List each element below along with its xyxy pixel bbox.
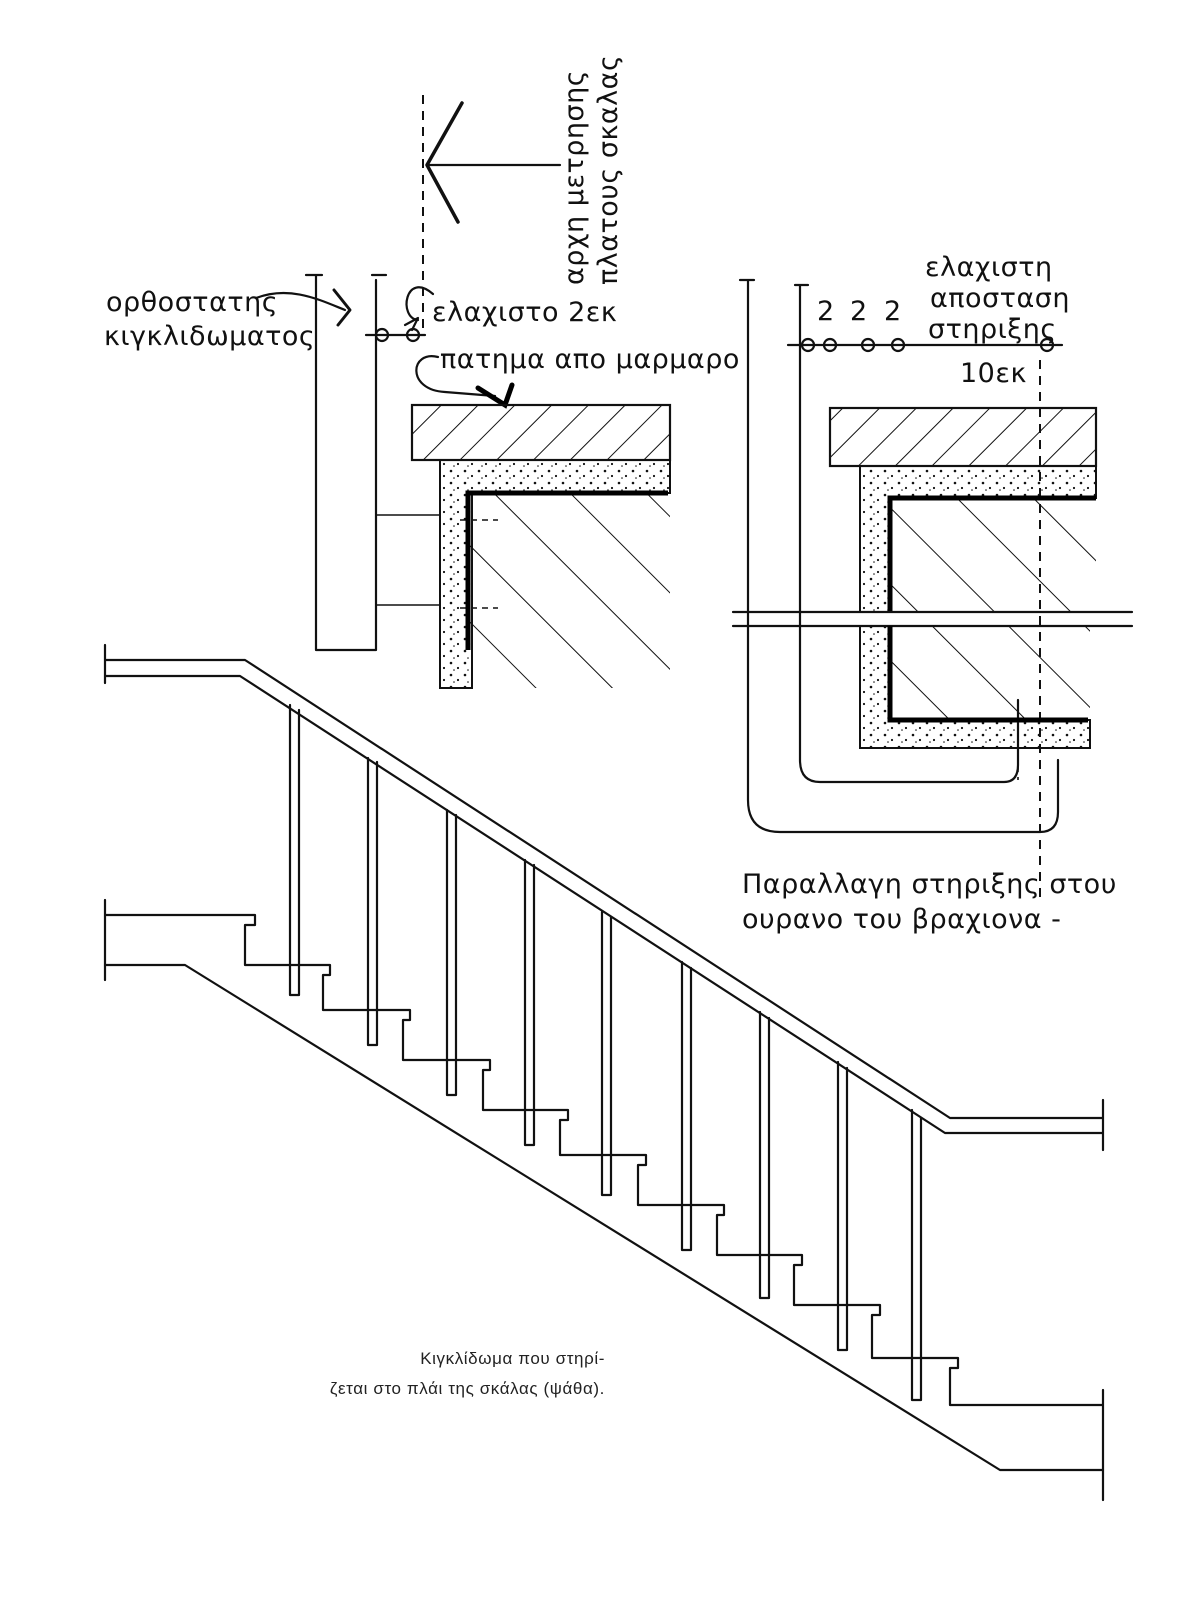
min-support-value: 10εκ xyxy=(960,358,1027,389)
baluster xyxy=(445,808,458,1097)
baluster xyxy=(288,703,301,997)
baluster xyxy=(910,1108,923,1402)
handrail xyxy=(103,643,1105,1152)
caption-line-2: ζεται στο πλάι της σκάλας (ψάθα). xyxy=(330,1379,605,1398)
min-support-label-3: στηριξης xyxy=(928,314,1057,345)
slab-lower xyxy=(890,626,1090,720)
dim-2-a: 2 xyxy=(817,296,835,327)
balusters xyxy=(288,703,923,1402)
slab-edge-lower xyxy=(887,626,1088,723)
min-2cm-label: ελαχιστο 2εκ xyxy=(432,297,617,328)
baluster xyxy=(836,1060,849,1352)
post-outline xyxy=(304,273,388,652)
dim-2-c: 2 xyxy=(884,296,902,327)
baluster xyxy=(523,858,536,1147)
baluster xyxy=(366,756,379,1047)
stair-soffit xyxy=(103,963,1105,1472)
dim-tick-5 xyxy=(1039,337,1055,353)
min-support-label-2: αποσταση xyxy=(930,283,1070,314)
post-label-2: κιγκλιδωματος xyxy=(104,321,315,352)
dim-marker-left xyxy=(374,327,390,343)
slab-edge-upper xyxy=(887,495,1096,612)
measure-origin-label-2: πλατους σκαλας xyxy=(593,55,624,285)
post-label-1: ορθοστατης xyxy=(106,287,278,318)
leader-marble xyxy=(415,355,497,398)
marble-tread xyxy=(410,403,672,462)
arrow-2cm-icon xyxy=(403,316,420,332)
measure-origin-label-1: αρχη μετρησης xyxy=(559,70,590,285)
right-detail xyxy=(731,278,1134,900)
slab-upper xyxy=(890,498,1096,612)
chevron-icon xyxy=(425,101,464,224)
left-detail xyxy=(254,95,672,689)
variation-label-2: ουρανο του βραχιονα - xyxy=(742,904,1061,935)
caption-line-1: Κιγκλίδωμα που στηρί- xyxy=(420,1349,605,1368)
leader-2cm xyxy=(405,286,435,322)
marble-tread-right xyxy=(828,406,1098,468)
baluster xyxy=(600,910,613,1197)
stair-profile xyxy=(103,898,1105,1502)
baluster xyxy=(758,1010,771,1300)
min-support-label-1: ελαχιστη xyxy=(925,252,1053,283)
dim-tick-3 xyxy=(860,337,876,353)
dim-tick-1 xyxy=(800,337,816,353)
dim-tick-2 xyxy=(822,337,838,353)
annotations: αρχη μετρησης πλατους σκαλας ορθοστατης … xyxy=(104,55,1117,1398)
stair-elevation xyxy=(103,643,1105,1502)
slab-edge xyxy=(465,490,668,650)
arrow-post-icon xyxy=(332,288,352,327)
leader-post xyxy=(254,291,347,312)
post-outline-outer xyxy=(738,278,1060,834)
dim-tick-4 xyxy=(890,337,906,353)
variation-label-1: Παραλλαγη στηριξης στου xyxy=(742,869,1117,900)
dim-2-b: 2 xyxy=(850,296,868,327)
concrete-slab xyxy=(468,493,670,688)
baluster xyxy=(680,960,693,1252)
marble-tread-label: πατημα απο μαρμαρο xyxy=(440,344,740,375)
